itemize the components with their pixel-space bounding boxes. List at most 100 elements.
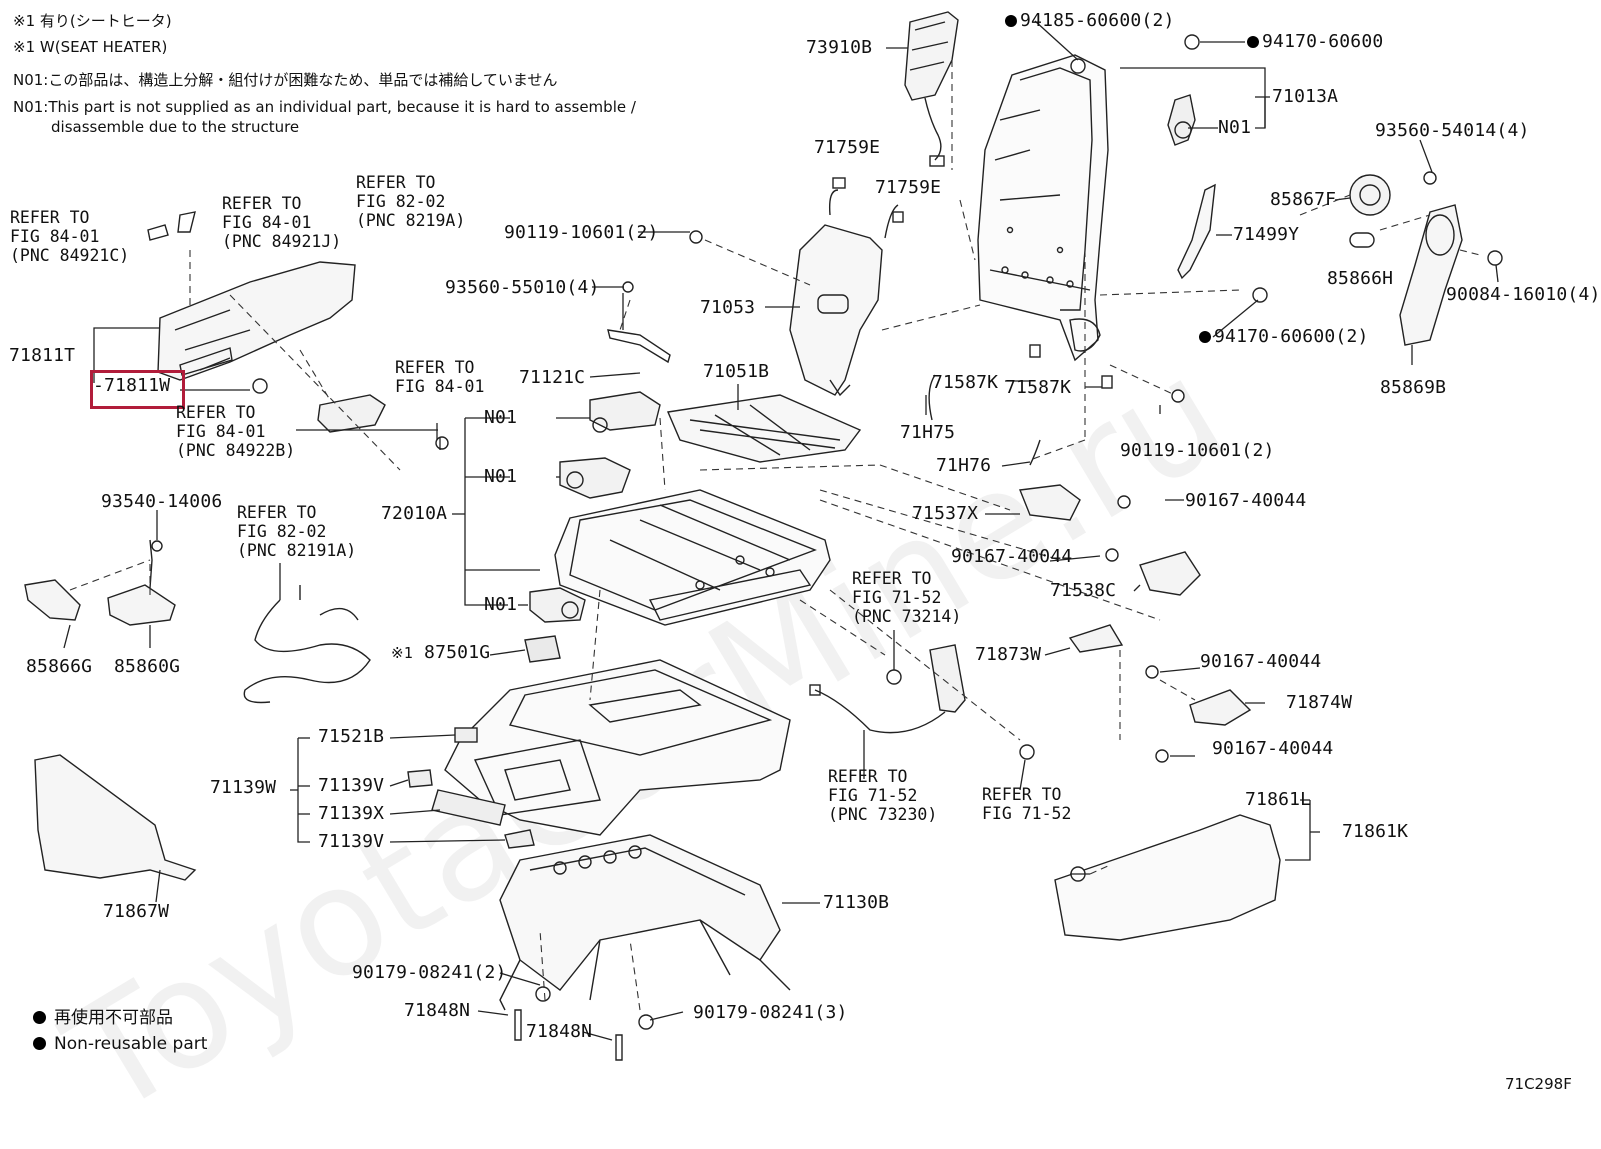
spring-strip-drawing <box>607 329 671 364</box>
label-71538C[interactable]: 71538C <box>1050 580 1117 601</box>
bracket-drawing <box>1177 183 1216 280</box>
note-n01-en: N01:This part is not supplied as an indi… <box>13 98 636 116</box>
inner-shield-drawing <box>1054 814 1281 941</box>
side-airbag-drawing <box>904 11 959 167</box>
label-93560-54014[interactable]: 93560-54014(4) <box>1375 120 1530 141</box>
label-71130B[interactable]: 71130B <box>823 892 890 913</box>
label-71848N-left[interactable]: 71848N <box>404 1000 471 1021</box>
label-71139V-top[interactable]: 71139V <box>318 775 385 796</box>
bullet-dot-icon <box>33 1037 46 1050</box>
label-n01-recliner[interactable]: N01 <box>1218 117 1252 138</box>
seatback-frame-drawing <box>977 54 1109 362</box>
label-71861K[interactable]: 71861K <box>1342 821 1409 842</box>
rear-trim-drawing <box>34 754 197 881</box>
cushion-pad-drawing <box>444 659 791 836</box>
non-reusable-dot <box>1005 15 1017 27</box>
seatback-board-drawing <box>789 177 904 397</box>
label-n01-motor-2[interactable]: N01 <box>484 466 518 487</box>
label-71873W[interactable]: 71873W <box>975 644 1042 665</box>
label-94185-60600[interactable]: 94185-60600(2) <box>1005 11 1175 31</box>
label-n01-motor-1[interactable]: N01 <box>484 407 518 428</box>
label-71139X[interactable]: 71139X <box>318 803 385 824</box>
label-85867F[interactable]: 85867F <box>1270 189 1337 210</box>
note-seat-heater-en: ※1 W(SEAT HEATER) <box>13 38 168 56</box>
bullet-dot-icon <box>33 1011 46 1024</box>
label-73910B[interactable]: 73910B <box>806 37 873 58</box>
label-71139V-bottom[interactable]: 71139V <box>318 831 385 852</box>
label-90119-10601-top[interactable]: 90119-10601(2) <box>504 222 659 243</box>
label-90084-16010[interactable]: 90084-16010(4) <box>1446 284 1601 305</box>
seat-adjuster-frame-drawing <box>554 489 831 626</box>
label-71848N-right[interactable]: 71848N <box>526 1021 593 1042</box>
wire-harness-drawing <box>243 585 371 704</box>
label-87501G[interactable]: ※1 87501G <box>391 642 491 663</box>
label-90167-40044-b[interactable]: 90167-40044 <box>951 546 1073 567</box>
label-71587K-left[interactable]: 71587K <box>932 372 999 393</box>
label-71874W[interactable]: 71874W <box>1286 692 1353 713</box>
recliner-motor-drawing <box>1167 94 1196 146</box>
label-71521B[interactable]: 71521B <box>318 726 385 747</box>
label-85869B[interactable]: 85869B <box>1380 377 1447 398</box>
label-71H76[interactable]: 71H76 <box>936 455 992 476</box>
legend-non-reusable-en: Non-reusable part <box>33 1035 207 1053</box>
outer-shield-drawing <box>147 211 386 433</box>
legend-non-reusable-jp: 再使用不可部品 <box>33 1009 173 1027</box>
heater-module-drawing <box>524 635 561 663</box>
label-94170-60600-2[interactable]: 94170-60600(2) <box>1199 327 1369 347</box>
cushion-inserts-drawing <box>407 727 535 849</box>
small-brackets-drawing <box>928 344 1252 726</box>
motor-drawings <box>529 391 661 623</box>
label-71587K-right[interactable]: 71587K <box>1005 377 1072 398</box>
label-71537X[interactable]: 71537X <box>912 503 979 524</box>
label-71H75[interactable]: 71H75 <box>900 422 956 443</box>
label-90167-40044-c[interactable]: 90167-40044 <box>1200 651 1322 672</box>
label-71867W[interactable]: 71867W <box>103 901 170 922</box>
parts-diagram: ToyotaCarMine.ru <box>9 11 1600 1149</box>
lumbar-parts-drawing <box>1349 174 1463 346</box>
label-85866H[interactable]: 85866H <box>1327 268 1394 289</box>
label-93540-14006[interactable]: 93540-14006 <box>101 491 223 512</box>
label-71051B[interactable]: 71051B <box>703 361 770 382</box>
label-71499Y[interactable]: 71499Y <box>1233 224 1300 245</box>
label-71811T[interactable]: 71811T <box>9 345 76 366</box>
label-71811W[interactable]: -71811W <box>93 375 171 396</box>
label-n01-motor-3[interactable]: N01 <box>484 594 518 615</box>
label-90119-10601-right[interactable]: 90119-10601(2) <box>1120 440 1275 461</box>
seat-spring-mat-drawing <box>667 394 862 463</box>
label-71013A[interactable]: 71013A <box>1272 86 1339 107</box>
label-85866G[interactable]: 85866G <box>26 656 93 677</box>
note-n01-jp: N01:この部品は、構造上分解・組付けが困難なため、単品では補給していません <box>13 71 558 89</box>
label-90179-08241-3[interactable]: 90179-08241(3) <box>693 1002 848 1023</box>
cushion-frame-drawing <box>499 834 791 1011</box>
label-90167-40044-a[interactable]: 90167-40044 <box>1185 490 1307 511</box>
diagram-drawing <box>24 11 1503 1061</box>
label-90179-08241-2[interactable]: 90179-08241(2) <box>352 962 507 983</box>
label-71759E-left[interactable]: 71759E <box>814 137 881 158</box>
label-90167-40044-d[interactable]: 90167-40044 <box>1212 738 1334 759</box>
non-reusable-dot <box>1247 36 1259 48</box>
label-93560-55010[interactable]: 93560-55010(4) <box>445 277 600 298</box>
fasteners-drawing <box>151 34 1503 1061</box>
label-72010A[interactable]: 72010A <box>381 503 448 524</box>
label-71139W[interactable]: 71139W <box>210 777 277 798</box>
label-71053[interactable]: 71053 <box>700 297 756 318</box>
note-seat-heater-jp: ※1 有り(シートヒータ) <box>13 12 172 30</box>
label-71861L[interactable]: 71861L <box>1245 789 1312 810</box>
figure-code: 71C298F <box>1505 1075 1572 1093</box>
label-85860G[interactable]: 85860G <box>114 656 181 677</box>
label-94170-60600[interactable]: 94170-60600 <box>1247 32 1383 52</box>
label-71759E-right[interactable]: 71759E <box>875 177 942 198</box>
highlight-box-71811W[interactable] <box>90 370 185 409</box>
dashed-assembly-lines <box>69 60 1481 1011</box>
note-n01-en-cont: disassemble due to the structure <box>51 118 300 136</box>
label-71121C[interactable]: 71121C <box>519 367 586 388</box>
